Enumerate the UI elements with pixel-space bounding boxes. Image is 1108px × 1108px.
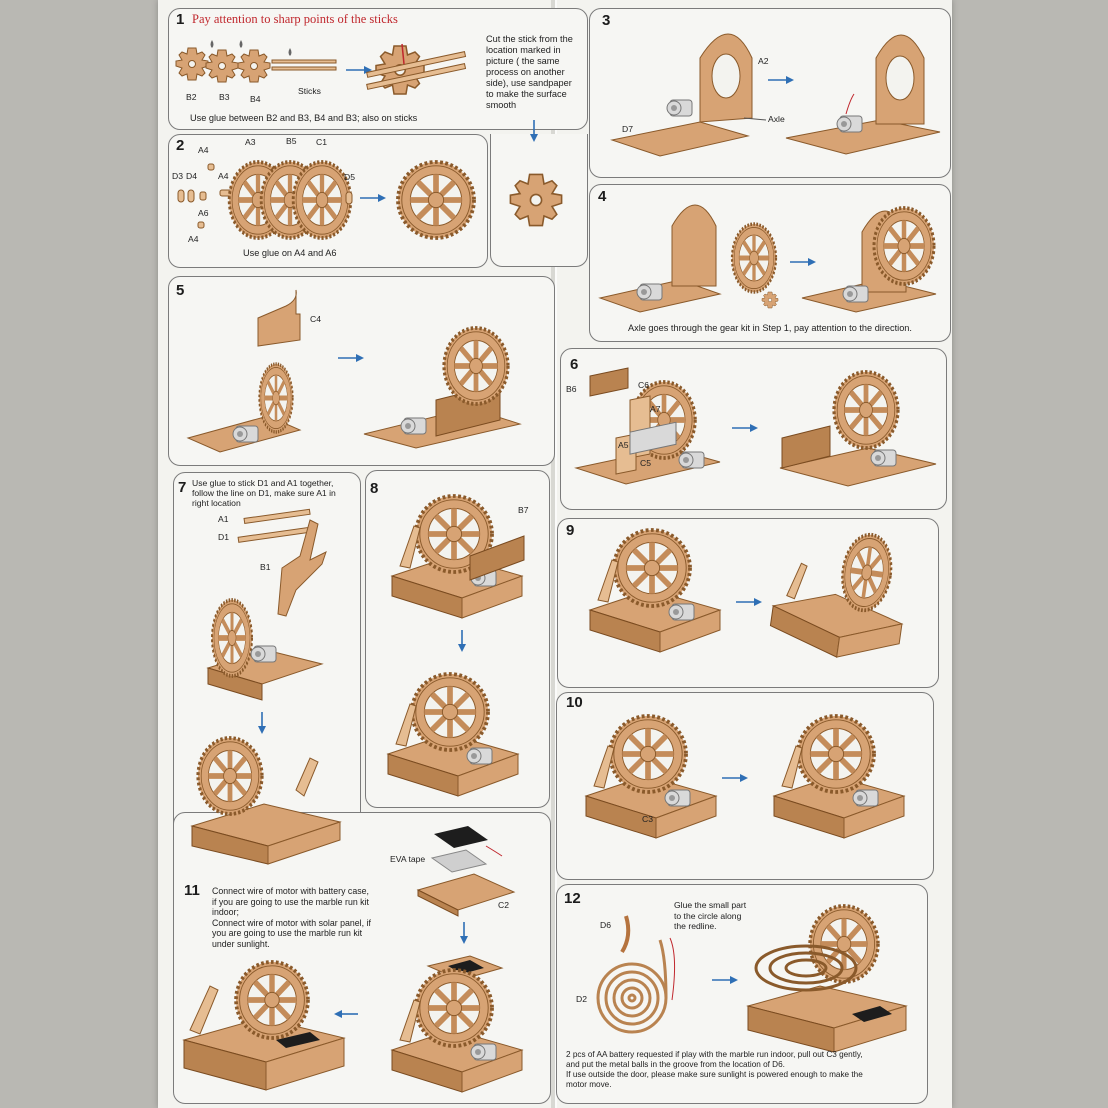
step-1-title: Pay attention to sharp points of the sti… xyxy=(192,12,398,26)
label-d6: D6 xyxy=(600,920,611,930)
label-a2: A2 xyxy=(758,56,769,66)
label-c3: C3 xyxy=(642,814,653,824)
label-b6: B6 xyxy=(566,384,577,394)
label-c4: C4 xyxy=(310,314,321,324)
label-a4-bottom: A4 xyxy=(188,234,199,244)
label-c5: C5 xyxy=(640,458,651,468)
step-12-caption: 2 pcs of AA battery requested if play wi… xyxy=(566,1050,863,1089)
step-3-left xyxy=(610,33,767,157)
label-b1: B1 xyxy=(260,562,271,572)
step-2-number: 2 xyxy=(176,137,185,154)
step-6-number: 6 xyxy=(570,356,579,373)
step-7-bottom xyxy=(190,738,342,865)
arrow-icon xyxy=(257,711,267,735)
arrow-icon xyxy=(529,119,539,143)
step-9-right xyxy=(766,523,906,666)
step-9-number: 9 xyxy=(566,522,575,539)
arrow-icon xyxy=(767,75,795,85)
arrow-icon xyxy=(731,423,759,433)
step-6-right xyxy=(779,372,937,487)
label-b5: B5 xyxy=(286,136,297,146)
step-12-right xyxy=(746,906,908,1053)
step-1-gears xyxy=(175,47,271,83)
label-a3: A3 xyxy=(245,137,256,147)
step-11-note: Connect wire of motor with battery case,… xyxy=(212,886,371,949)
step-1-number: 1 xyxy=(176,11,185,28)
step-4-caption: Axle goes through the gear kit in Step 1… xyxy=(628,323,912,333)
single-gear xyxy=(509,173,563,227)
step-7-number: 7 xyxy=(178,479,187,496)
label-d3: D3 xyxy=(172,171,183,181)
label-a4-mid: A4 xyxy=(218,171,229,181)
label-d1: D1 xyxy=(218,532,229,542)
spiral-d2 xyxy=(596,937,676,1034)
step-5-number: 5 xyxy=(176,282,185,299)
label-d4: D4 xyxy=(186,171,197,181)
label-d7: D7 xyxy=(622,124,633,134)
step-1-side-note: Cut the stick from the location marked i… xyxy=(486,34,573,110)
step-3-right xyxy=(785,34,941,155)
arrow-icon xyxy=(337,353,365,363)
arrow-icon xyxy=(359,193,387,203)
label-a1: A1 xyxy=(218,514,229,524)
step-1-caption: Use glue between B2 and B3, B4 and B3; a… xyxy=(190,113,418,123)
label-d2: D2 xyxy=(576,994,587,1004)
label-b2: B2 xyxy=(186,92,197,102)
step-7-mid xyxy=(206,600,324,701)
step-11-left xyxy=(182,962,346,1091)
solar-panel-stack xyxy=(416,826,516,917)
step-1-assembled xyxy=(366,43,467,95)
step-4-number: 4 xyxy=(598,188,607,205)
step-7-parts xyxy=(237,508,327,617)
glue-drops-icon xyxy=(210,40,292,56)
label-eva-tape: EVA tape xyxy=(390,854,426,864)
step-11-number: 11 xyxy=(184,882,200,899)
step-2-caption: Use glue on A4 and A6 xyxy=(243,248,337,258)
label-b4: B4 xyxy=(250,94,261,104)
label-axle: Axle xyxy=(768,114,785,124)
step-3-number: 3 xyxy=(602,12,611,29)
arrow-icon xyxy=(711,975,739,985)
label-b7: B7 xyxy=(518,505,529,515)
step-12-note: Glue the small part to the circle along … xyxy=(674,900,747,931)
step-4-right xyxy=(801,208,936,313)
label-a7: A7 xyxy=(650,404,661,414)
label-b3: B3 xyxy=(219,92,230,102)
step-5-left xyxy=(186,289,302,453)
part-d6 xyxy=(620,915,631,954)
step-12-number: 12 xyxy=(564,890,581,907)
arrow-left-icon xyxy=(334,1010,358,1018)
label-c2: C2 xyxy=(498,900,509,910)
arrow-icon xyxy=(789,257,817,267)
label-c1: C1 xyxy=(316,137,327,147)
step-4-left xyxy=(598,204,722,313)
label-c6: C6 xyxy=(638,380,649,390)
label-a6: A6 xyxy=(198,208,209,218)
label-a4-top: A4 xyxy=(198,145,209,155)
label-d5: D5 xyxy=(344,172,355,182)
step-8-number: 8 xyxy=(370,480,379,497)
label-a5: A5 xyxy=(618,440,629,450)
arrow-icon xyxy=(457,629,467,653)
step-10-number: 10 xyxy=(566,694,583,711)
step-7-note: Use glue to stick D1 and A1 together, fo… xyxy=(192,478,336,508)
arrow-icon xyxy=(721,773,749,783)
label-sticks: Sticks xyxy=(298,86,321,96)
arrow-icon xyxy=(459,921,469,945)
step-5-right xyxy=(363,328,522,449)
arrow-icon xyxy=(735,597,763,607)
sticks xyxy=(271,59,337,71)
